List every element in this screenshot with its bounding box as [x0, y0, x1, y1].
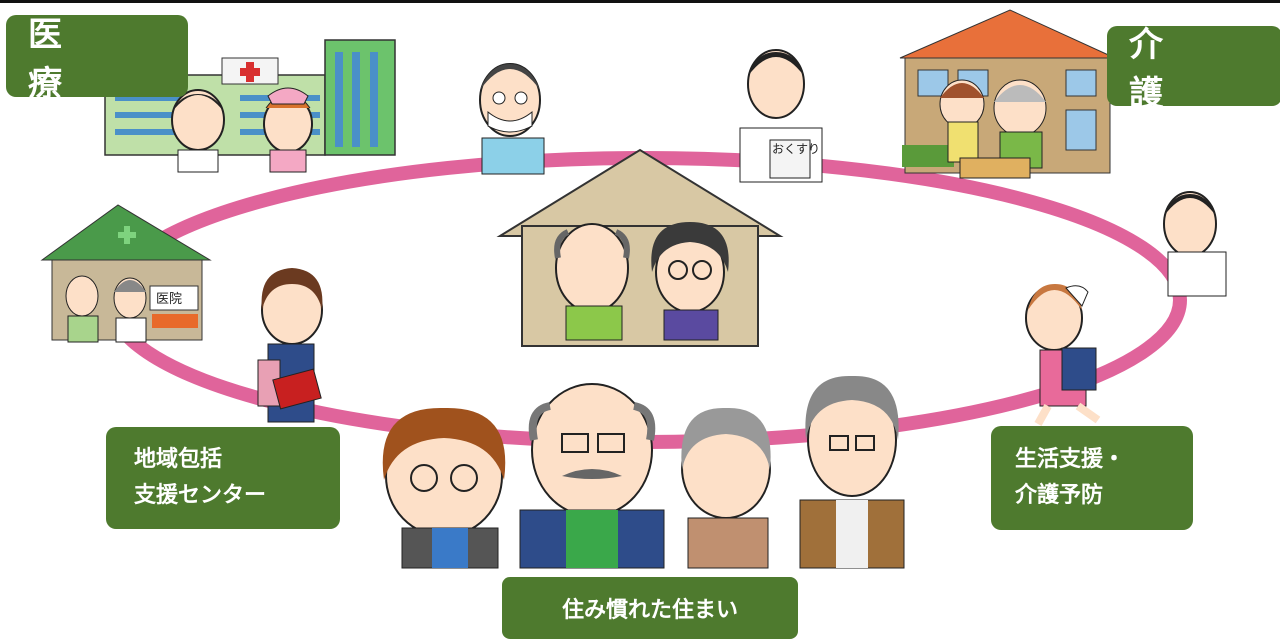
- life-support-line2: 介護予防: [1015, 483, 1104, 508]
- nurse-icon: [263, 87, 313, 173]
- medical-label: 医 療: [6, 15, 188, 104]
- helper-icon: [1025, 284, 1101, 426]
- elderly-couple-icon: [554, 222, 729, 341]
- clinic-sign: 医院: [156, 292, 182, 307]
- clinic-icon: [40, 204, 212, 343]
- life-support-prevention-label: 生活支援・ 介護予防: [991, 426, 1193, 530]
- trainer-icon: [1163, 191, 1227, 297]
- community-support-center-label: 地域包括 支援センター: [106, 427, 340, 529]
- familiar-home-label: 住み慣れた住まい: [502, 577, 798, 639]
- medicine-sign: おくすり: [772, 142, 820, 156]
- care-home-icon: [899, 9, 1116, 179]
- nursing-care-label: 介 護: [1107, 25, 1280, 114]
- life-support-line1: 生活支援・: [1015, 447, 1126, 472]
- doctor-icon: [171, 89, 225, 173]
- care-manager-icon: [257, 268, 323, 423]
- community-support-line1: 地域包括: [134, 447, 223, 472]
- elderly-group-icon: [382, 375, 905, 569]
- top-border: [0, 0, 1280, 3]
- community-support-line2: 支援センター: [134, 483, 267, 508]
- pharmacist-icon: [739, 49, 823, 183]
- house-icon: [496, 148, 784, 347]
- dentist-icon: [479, 63, 545, 175]
